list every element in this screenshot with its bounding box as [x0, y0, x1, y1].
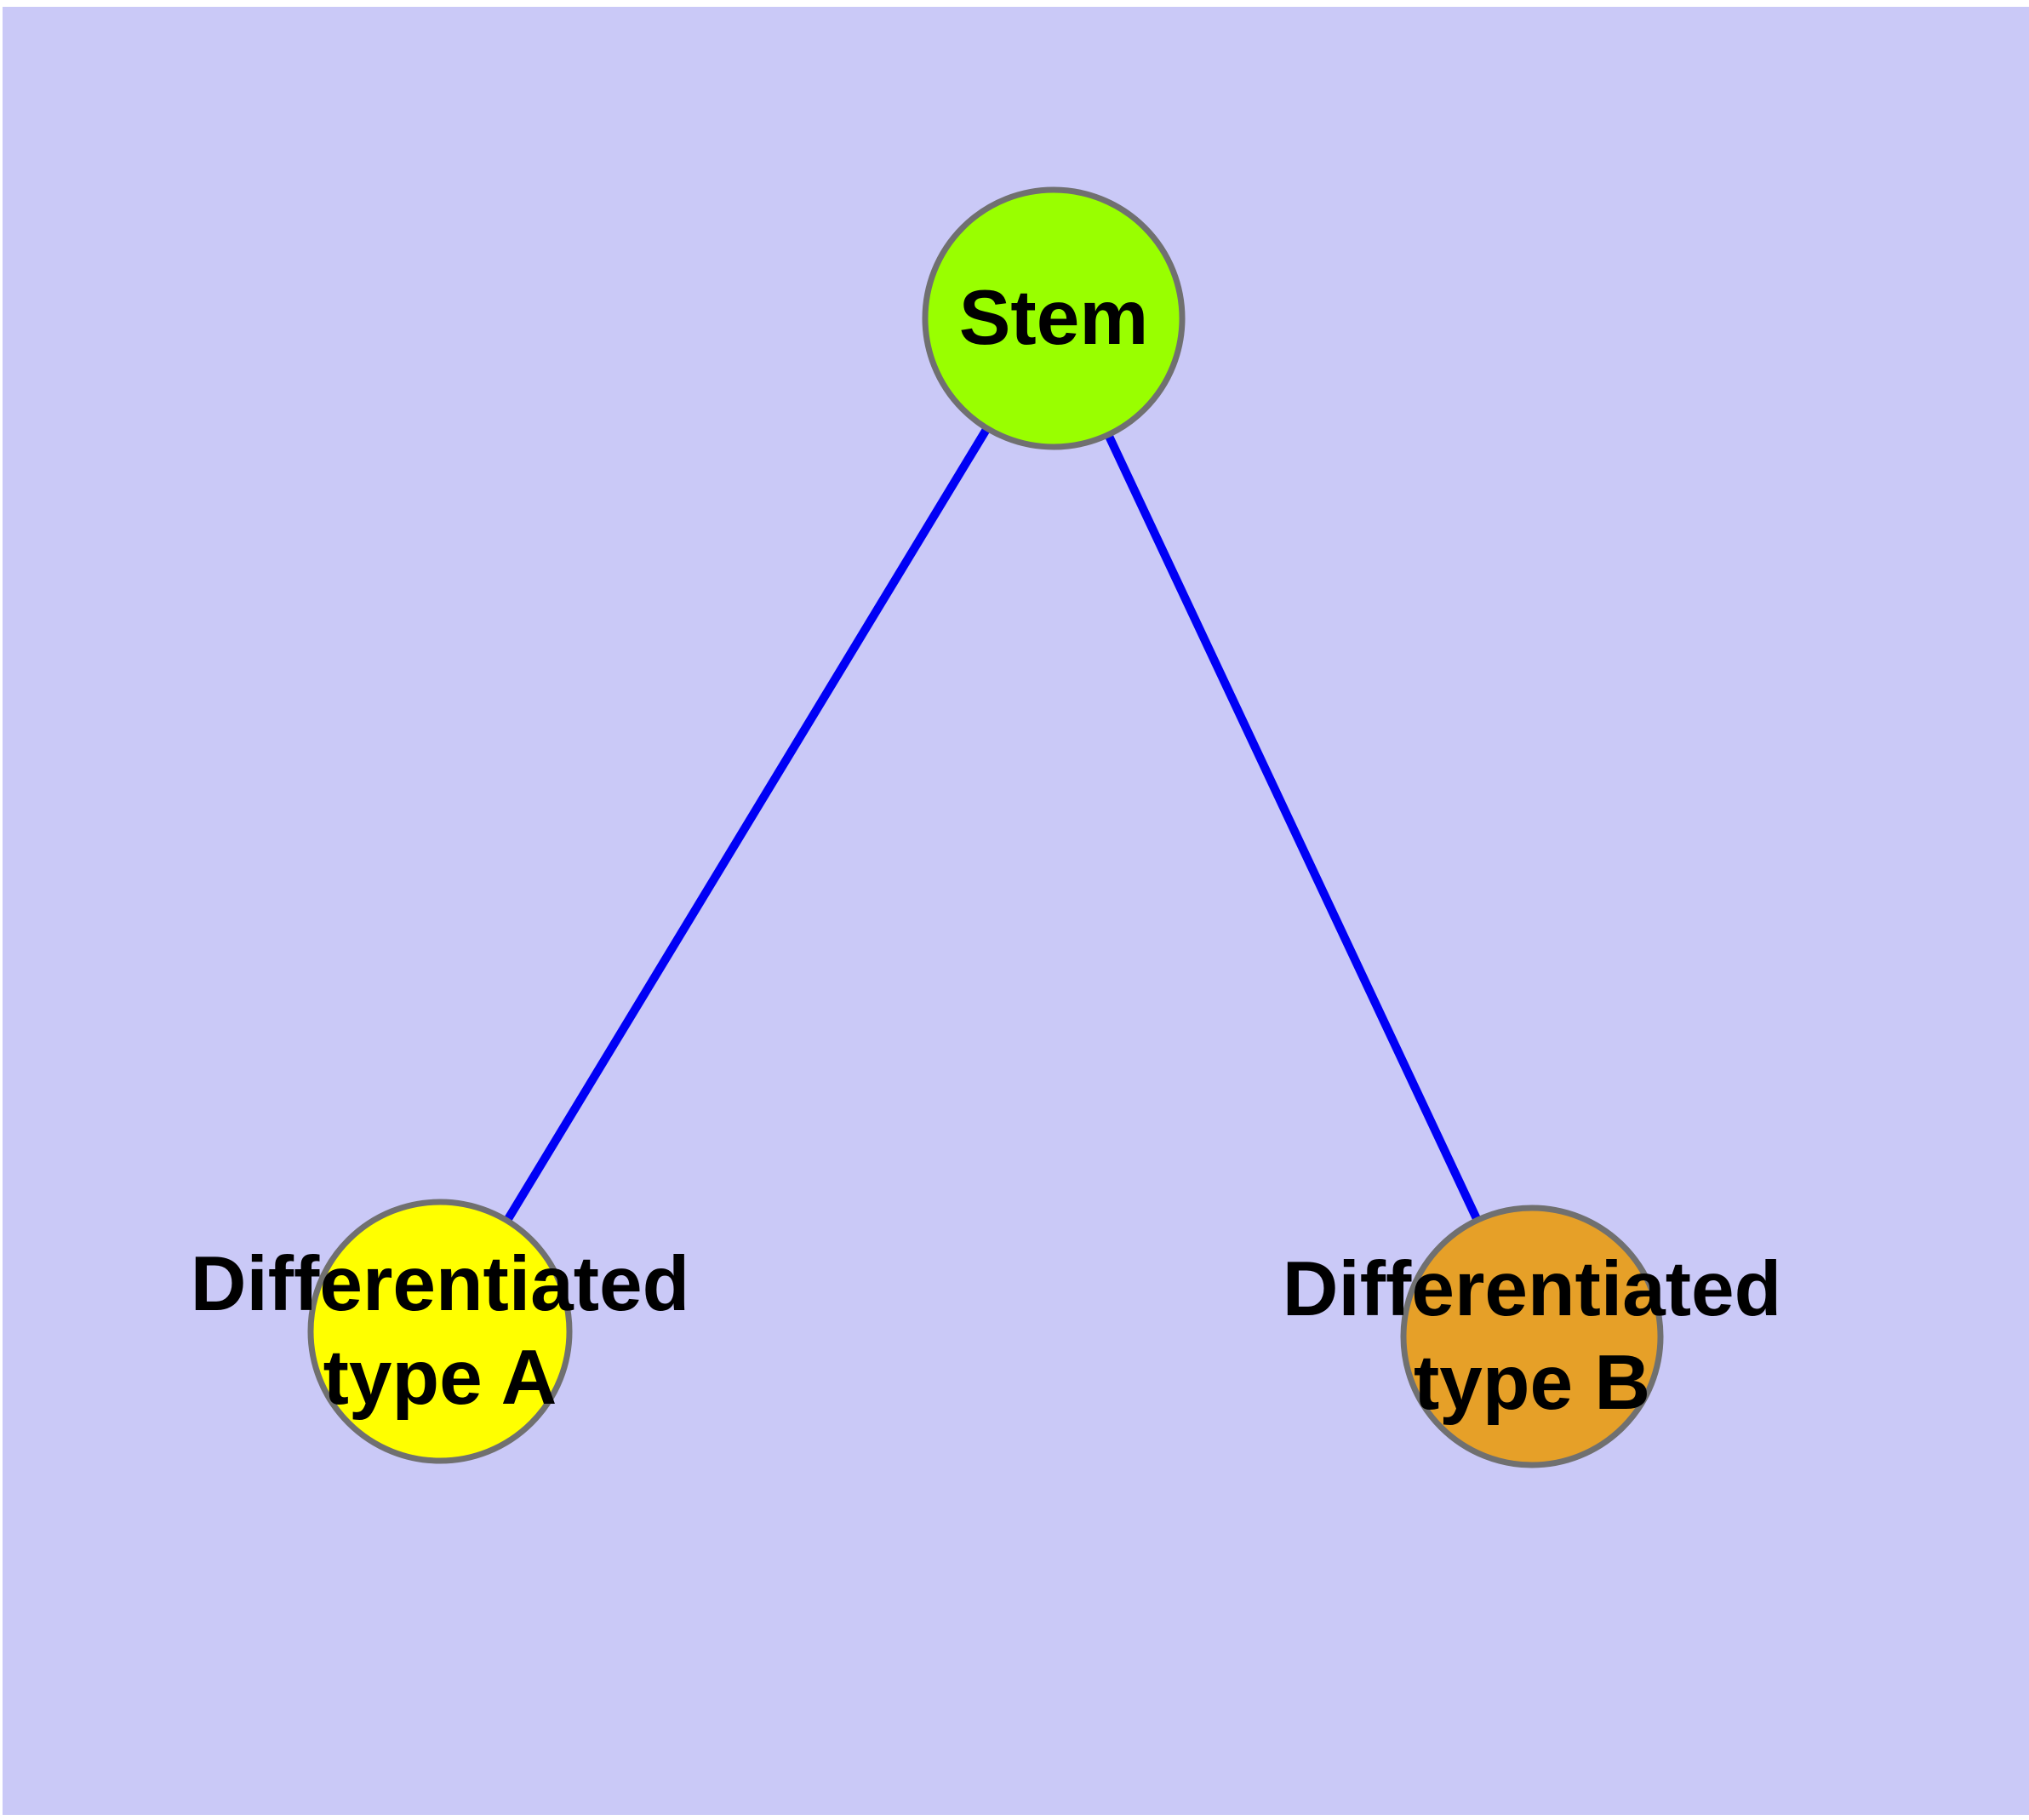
- edge-stem-to-diff-b: [1049, 316, 1536, 1339]
- node-stem-circle: [922, 186, 1186, 450]
- edges-group: [436, 316, 1536, 1339]
- node-diff-b-circle: [1400, 1205, 1664, 1468]
- nodes-group: [307, 186, 1664, 1468]
- node-diff-a-circle: [307, 1199, 573, 1464]
- edge-stem-to-diff-a: [436, 316, 1058, 1334]
